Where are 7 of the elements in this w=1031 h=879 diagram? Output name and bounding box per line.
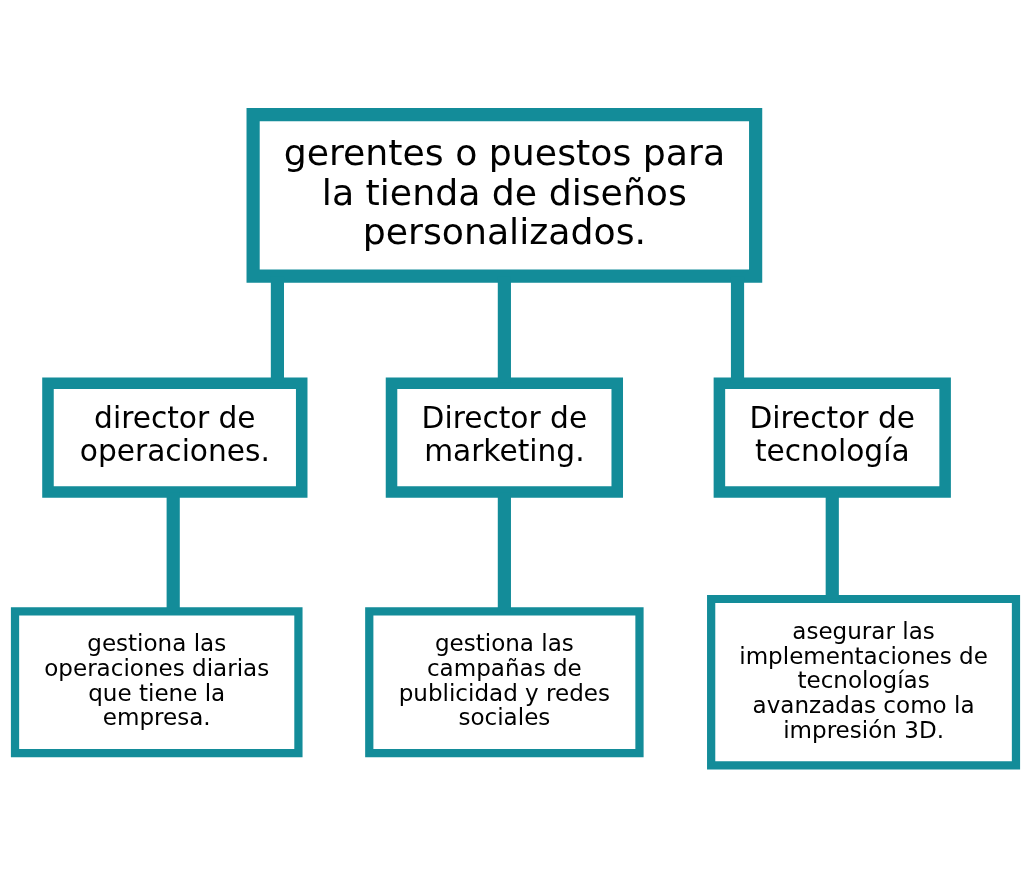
node-box: Director de marketing. xyxy=(385,376,623,498)
node-box: gerentes o puestos para la tienda de diseños personalizados. xyxy=(246,107,763,283)
node-box: director de operaciones. xyxy=(42,376,308,498)
node-box: gestiona las campañas de publicidad y redes sociales xyxy=(365,606,644,757)
node-box: Director de tecnología xyxy=(713,376,951,498)
node-box: asegurar las implementaciones de tecnologías avanzadas como la impresión 3D. xyxy=(707,594,1021,770)
node-box: gestiona las operaciones diarias que tiene la empresa. xyxy=(10,606,303,757)
